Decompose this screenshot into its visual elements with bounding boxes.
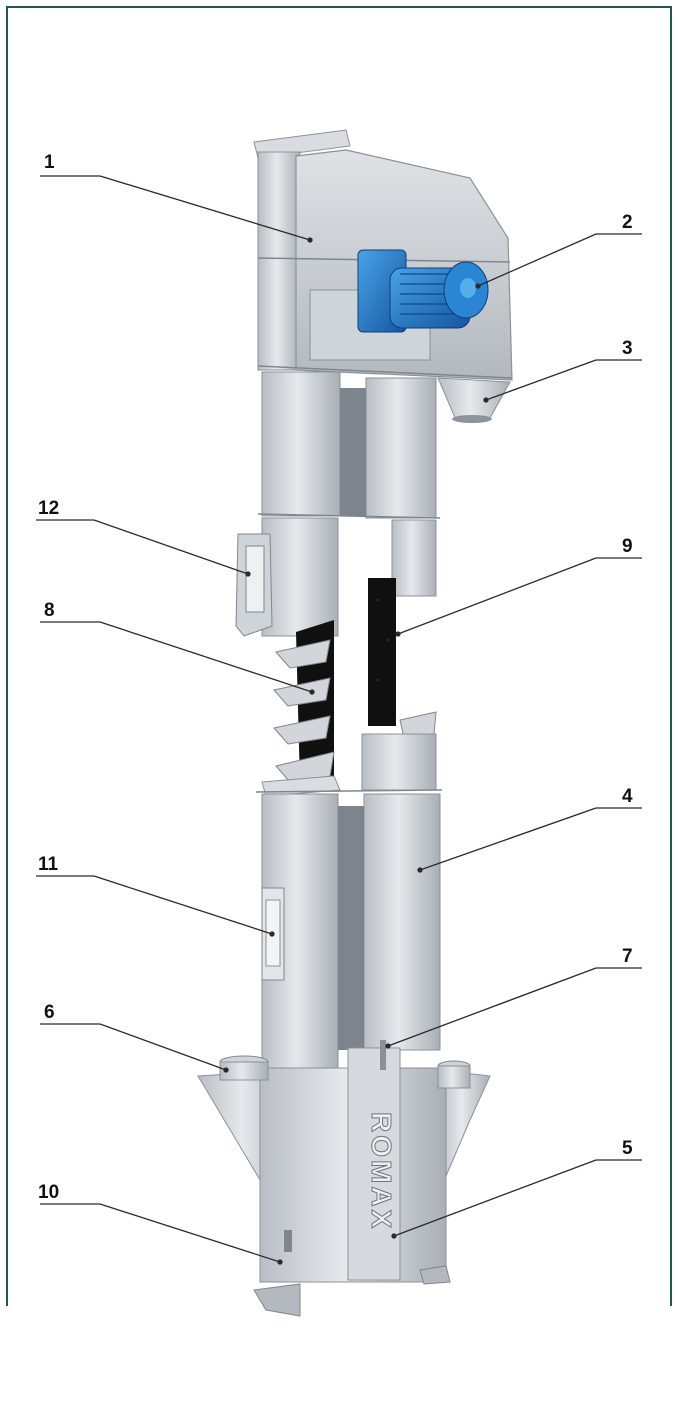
leader-line-6 <box>99 1023 227 1071</box>
leader-line-5 <box>393 1159 597 1237</box>
callout-2: 2 <box>622 212 633 233</box>
diagram-frame <box>6 6 672 1306</box>
callout-1: 1 <box>44 152 55 173</box>
bucket <box>273 715 331 745</box>
elevator-boot: ROMAX <box>197 1040 491 1317</box>
callout-9: 9 <box>622 536 633 557</box>
callout-11: 11 <box>38 854 59 875</box>
discharge-spout <box>437 377 511 421</box>
leader-line-11 <box>93 875 273 935</box>
callout-3: 3 <box>622 338 633 359</box>
callout-6: 6 <box>44 1002 55 1023</box>
callout-leader-lines <box>36 175 642 1265</box>
motor-gearbox <box>357 249 489 333</box>
callout-10: 10 <box>38 1182 60 1203</box>
romax-logo: ROMAX <box>366 1112 397 1231</box>
callout-12: 12 <box>38 498 60 519</box>
leader-line-8 <box>99 621 313 693</box>
boot-right-foot <box>419 1265 451 1285</box>
leader-line-10 <box>99 1203 281 1263</box>
leader-line-9 <box>397 557 597 635</box>
leader-line-2 <box>477 233 597 287</box>
tension-bar <box>380 1040 386 1070</box>
leader-line-7 <box>387 967 597 1047</box>
head-top-cap <box>253 129 351 159</box>
belt <box>368 578 396 726</box>
callout-7: 7 <box>622 946 633 967</box>
bucket <box>273 677 331 707</box>
leader-line-4 <box>419 807 597 871</box>
bucket <box>275 639 331 669</box>
leader-line-3 <box>485 359 597 401</box>
middle-trunk-section <box>255 733 443 1073</box>
callout-4: 4 <box>622 786 633 807</box>
leader-line-12 <box>93 519 249 575</box>
head-left-column <box>257 151 301 371</box>
boot-left-foot <box>253 1283 301 1317</box>
callout-5: 5 <box>622 1138 633 1159</box>
upper-trunk-section <box>235 371 441 637</box>
belt-and-buckets <box>273 578 437 784</box>
callout-8: 8 <box>44 600 55 621</box>
leader-line-1 <box>99 175 311 241</box>
